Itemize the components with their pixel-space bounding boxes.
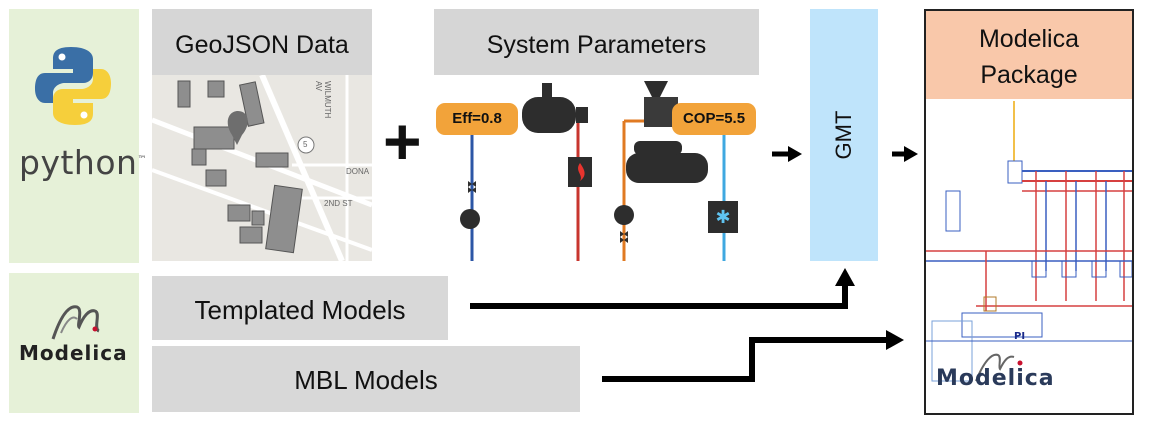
modelica-logo-panel: Modelica	[9, 273, 139, 413]
modelica-package-panel: Modelica Package PI Modelica	[924, 9, 1134, 415]
gmt-box: GMT	[810, 9, 878, 261]
svg-text:✱: ✱	[715, 207, 730, 228]
map-graphic	[152, 75, 372, 261]
python-wordmark: python™	[19, 143, 147, 182]
geojson-map: WILMUTH AV DONA 2ND ST 5	[152, 75, 372, 261]
mbl-models-box: MBL Models	[152, 346, 580, 412]
arrow-templated-to-gmt	[470, 268, 855, 309]
gmt-label: GMT	[831, 110, 856, 160]
package-title-line1: Modelica	[978, 25, 1080, 53]
python-logo-icon	[35, 47, 111, 125]
map-label-dona: DONA	[346, 167, 370, 176]
arrow-system-to-gmt	[772, 146, 802, 162]
templated-models-box: Templated Models	[152, 276, 448, 340]
cop-bubble: COP=5.5	[672, 103, 756, 135]
map-label-2nd-st: 2ND ST	[324, 199, 353, 208]
svg-text:PI: PI	[1014, 331, 1025, 342]
system-parameters-header: System Parameters	[434, 9, 759, 75]
modelica-swoosh-icon	[51, 305, 100, 340]
system-schematic: ✱ Eff=0.8 COP=5.5	[434, 75, 759, 261]
modelica-wordmark: Modelica	[19, 341, 128, 365]
efficiency-bubble: Eff=0.8	[436, 103, 518, 135]
package-title-line2: Package	[980, 61, 1078, 89]
arrow-mbl-to-package	[602, 330, 904, 382]
plus-sign: +	[383, 104, 422, 178]
geojson-header: GeoJSON Data	[152, 9, 372, 75]
arrow-gmt-to-package	[892, 146, 918, 162]
modelica-package-header: Modelica Package	[926, 11, 1132, 99]
map-label-route: 5	[303, 140, 308, 149]
hvac-schematic: ✱	[460, 81, 738, 261]
package-modelica-wordmark: Modelica	[936, 366, 1055, 391]
modelica-model-diagram: PI	[926, 101, 1132, 382]
python-logo-panel: python™	[9, 9, 146, 263]
